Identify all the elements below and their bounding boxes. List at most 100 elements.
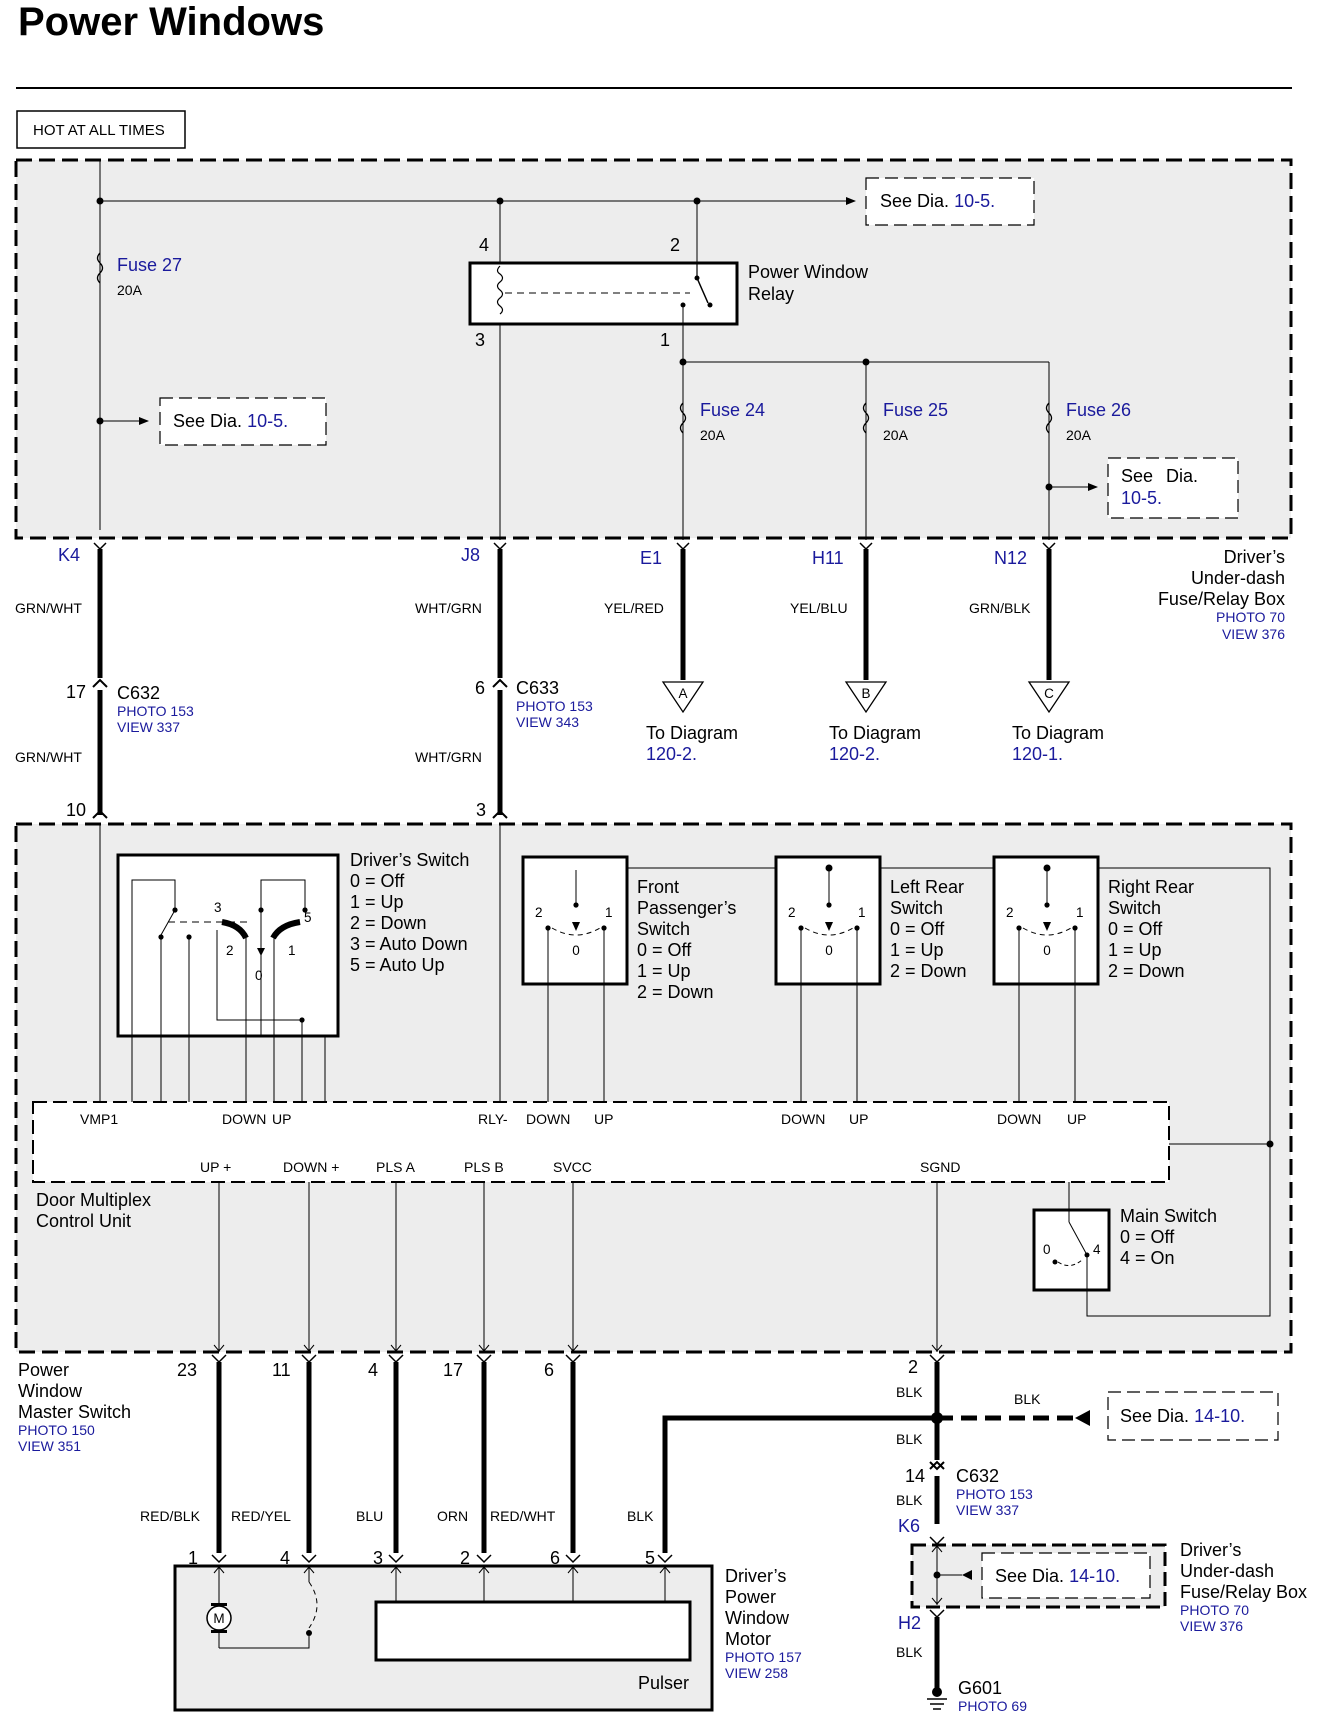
connector-name: C632 xyxy=(956,1466,999,1486)
switch-position: 0 xyxy=(1043,1242,1051,1257)
fuse-27-label: Fuse 27 xyxy=(117,255,182,275)
mcu-terminal: UP xyxy=(594,1111,613,1127)
mcu-name: Door Multiplex xyxy=(36,1190,151,1210)
view-ref[interactable]: VIEW 337 xyxy=(117,719,180,735)
photo-ref[interactable]: PHOTO 153 xyxy=(117,703,194,719)
diagram-link[interactable]: 120-2. xyxy=(646,744,697,764)
photo-ref[interactable]: PHOTO 153 xyxy=(956,1486,1033,1502)
photo-ref[interactable]: PHOTO 153 xyxy=(516,698,593,714)
mcu-terminal: SGND xyxy=(920,1159,960,1175)
mcu-terminal: SVCC xyxy=(553,1159,592,1175)
mcu-terminal: DOWN xyxy=(526,1111,570,1127)
wire-color: GRN/WHT xyxy=(15,600,82,616)
mcu-terminal: PLS A xyxy=(376,1159,416,1175)
terminal-label: N12 xyxy=(994,548,1027,568)
hot-label: HOT AT ALL TIMES xyxy=(33,122,165,139)
view-ref[interactable]: VIEW 376 xyxy=(1180,1618,1243,1634)
mcu-terminal: UP xyxy=(849,1111,868,1127)
switch-position: 0 xyxy=(1043,943,1051,958)
wire-color: RED/WHT xyxy=(490,1508,556,1524)
diagram-link[interactable]: 120-1. xyxy=(1012,744,1063,764)
connector-pin: 11 xyxy=(272,1360,291,1380)
switch-position: 1 xyxy=(1076,905,1084,920)
terminal-label: K6 xyxy=(898,1516,920,1536)
right-rear-switch xyxy=(992,855,1100,986)
diagram-link[interactable]: 10-5. xyxy=(954,191,995,211)
master-switch-name: Power xyxy=(18,1360,69,1380)
relay-pin: 3 xyxy=(475,330,485,350)
fuse-box-name: Under-dash xyxy=(1191,568,1285,588)
ground-icon xyxy=(927,1698,947,1710)
switch-legend: 0 = Off xyxy=(890,919,945,939)
switch-legend: 1 = Up xyxy=(890,940,944,960)
switch-position: 1 xyxy=(288,943,296,958)
view-ref[interactable]: VIEW 337 xyxy=(956,1502,1019,1518)
diagram-link[interactable]: 14-10. xyxy=(1194,1406,1245,1426)
mcu-terminal: DOWN xyxy=(222,1111,266,1127)
lr-switch-title: Left Rear xyxy=(890,877,964,897)
see-word: See xyxy=(995,1566,1027,1586)
view-ref[interactable]: VIEW 258 xyxy=(725,1665,788,1681)
dia-word: Dia. xyxy=(210,411,242,431)
mcu-terminal: DOWN xyxy=(997,1111,1041,1127)
wire-color: WHT/GRN xyxy=(415,600,482,616)
photo-ref[interactable]: PHOTO 150 xyxy=(18,1422,95,1438)
motor-name: Window xyxy=(725,1608,790,1628)
fuse-box-name: Fuse/Relay Box xyxy=(1180,1582,1307,1602)
switch-position: 4 xyxy=(1093,1242,1101,1257)
wire-color: ORN xyxy=(437,1508,468,1524)
connector-pin: 6 xyxy=(475,678,485,698)
svg-text:See Dia. 10-5.: See Dia. 10-5. xyxy=(880,191,995,211)
switch-position: 2 xyxy=(535,905,543,920)
mcu-name: Control Unit xyxy=(36,1211,131,1231)
fuse-box-name: Driver’s xyxy=(1180,1540,1241,1560)
wire-color: BLK xyxy=(1014,1391,1041,1407)
terminal-label: H11 xyxy=(812,548,844,568)
switch-legend: 1 = Up xyxy=(1108,940,1162,960)
switch-legend: 2 = Down xyxy=(890,961,967,981)
fuse-box-name: Under-dash xyxy=(1180,1561,1274,1581)
switch-legend: 2 = Down xyxy=(350,913,427,933)
photo-ref[interactable]: PHOTO 157 xyxy=(725,1649,802,1665)
motor-pin: 6 xyxy=(550,1548,560,1568)
photo-ref[interactable]: PHOTO 70 xyxy=(1180,1602,1249,1618)
motor-symbol-label: M xyxy=(213,1611,224,1626)
diagram-link[interactable]: 14-10. xyxy=(1069,1566,1120,1586)
switch-position: 1 xyxy=(605,905,613,920)
switch-position: 2 xyxy=(788,905,796,920)
dia-word: Dia. xyxy=(917,191,949,211)
diagram-link[interactable]: 10-5. xyxy=(247,411,288,431)
terminal-label: K4 xyxy=(58,545,80,565)
connector-pin: 17 xyxy=(443,1360,463,1380)
connector-pin: 14 xyxy=(905,1466,925,1486)
to-diagram-label: To Diagram xyxy=(646,723,738,743)
switch-position: 2 xyxy=(226,943,234,958)
svg-text:See Dia. 10-5.: See Dia. 10-5. xyxy=(173,411,288,431)
terminal-label: E1 xyxy=(640,548,662,568)
fuse-symbol xyxy=(96,252,104,284)
main-switch-title: Main Switch xyxy=(1120,1206,1217,1226)
dia-word: Dia. xyxy=(1032,1566,1064,1586)
connector-letter: C xyxy=(1044,686,1054,701)
fuse-box-name: Driver’s xyxy=(1224,547,1285,567)
switch-legend: 5 = Auto Up xyxy=(350,955,445,975)
switch-position: 3 xyxy=(214,900,222,915)
view-ref[interactable]: VIEW 376 xyxy=(1222,626,1285,642)
fuse-25-amp: 20A xyxy=(883,427,909,443)
diagram-link[interactable]: 10-5. xyxy=(1121,488,1162,508)
motor-pin: 5 xyxy=(645,1548,655,1568)
photo-ref[interactable]: PHOTO 70 xyxy=(1216,609,1285,625)
diagram-link[interactable]: 120-2. xyxy=(829,744,880,764)
wire-color: BLU xyxy=(356,1508,383,1524)
mcu-terminal: RLY- xyxy=(478,1111,508,1127)
svg-text:See Dia. 14-10.: See Dia. 14-10. xyxy=(1120,1406,1245,1426)
mcu-terminal: DOWN + xyxy=(283,1159,339,1175)
connector-pin: 10 xyxy=(66,800,86,820)
view-ref[interactable]: VIEW 351 xyxy=(18,1438,81,1454)
view-ref[interactable]: VIEW 343 xyxy=(516,714,579,730)
drivers-switch xyxy=(116,853,340,1038)
photo-ref[interactable]: PHOTO 69 xyxy=(958,1698,1027,1714)
svg-text:See Dia. 14-10.: See Dia. 14-10. xyxy=(995,1566,1120,1586)
mcu-terminal: UP xyxy=(272,1111,291,1127)
master-switch-name: Master Switch xyxy=(18,1402,131,1422)
